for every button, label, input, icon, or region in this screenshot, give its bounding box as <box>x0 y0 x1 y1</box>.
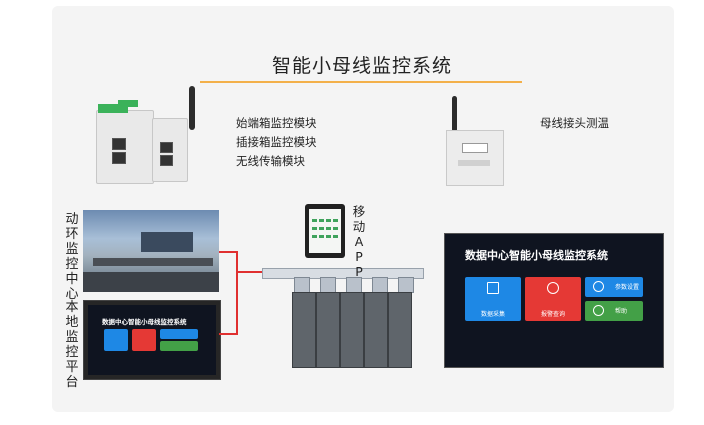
env-monitor-center-label: 动 环 监 控 中 心 <box>65 212 79 302</box>
local-tile-settings <box>160 329 198 339</box>
search-icon <box>547 282 559 294</box>
mobile-tablet <box>305 204 345 258</box>
temperature-label: 母线接头测温 <box>540 116 609 130</box>
monitor-icon <box>487 282 499 294</box>
local-tile-help <box>160 341 198 351</box>
module-label-wireless: 无线传输模块 <box>236 154 305 168</box>
link-line <box>236 251 238 335</box>
local-tile-alarm <box>132 329 156 351</box>
mobile-app-label: 移 动 A P P <box>352 204 366 279</box>
title-underline <box>200 81 522 83</box>
big-screen-title: 数据中心智能小母线监控系统 <box>465 249 608 262</box>
help-icon <box>593 305 604 316</box>
link-line <box>219 333 237 335</box>
link-line <box>219 251 237 253</box>
local-screen-title: 数据中心智能小母线监控系统 <box>102 318 187 326</box>
tile-alarm-query[interactable]: 报警查询 <box>525 277 581 321</box>
tile-data-collection[interactable]: 数据采集 <box>465 277 521 321</box>
tile-help[interactable]: 帮助 <box>585 301 643 321</box>
monitoring-center-photo <box>83 210 219 292</box>
diagram-title: 智能小母线监控系统 <box>272 55 453 77</box>
local-tile-data <box>104 329 128 351</box>
local-monitor-screen: 数据中心智能小母线监控系统 <box>83 300 221 380</box>
local-monitor-platform-label: 本 地 监 控 平 台 <box>65 300 79 390</box>
module-label-start-box: 始端箱监控模块 <box>236 116 317 130</box>
big-screen-ui: 数据中心智能小母线监控系统 数据采集 报警查询 参数设置 帮助 <box>444 233 664 368</box>
link-line <box>236 271 262 273</box>
gear-icon <box>593 281 604 292</box>
tile-parameter-settings[interactable]: 参数设置 <box>585 277 643 297</box>
module-label-plug-box: 插接箱监控模块 <box>236 135 317 149</box>
